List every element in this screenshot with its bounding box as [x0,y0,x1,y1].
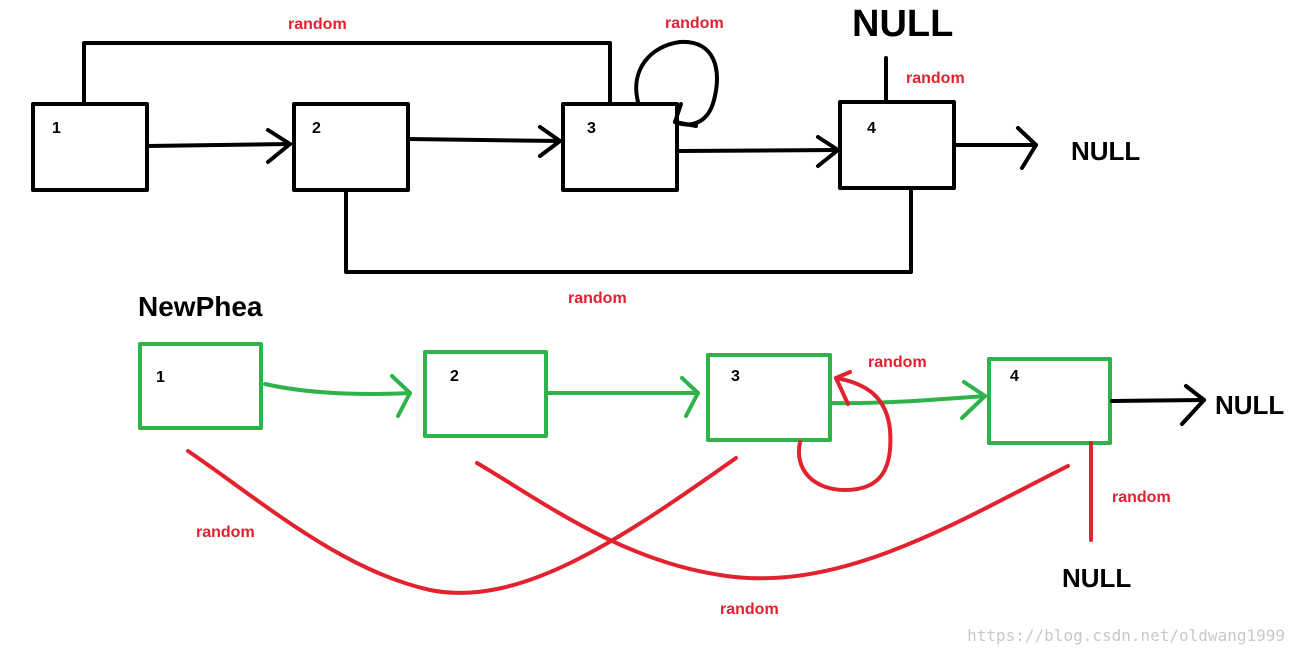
original-node-1-box [31,102,149,192]
copy-node-1-label: 1 [156,369,165,386]
original-node-3-label: 3 [587,120,596,137]
original-null-top: NULL [852,3,953,45]
original-random-label-node2: random [568,290,627,307]
copy-random-label-node3: random [868,354,927,371]
original-node-4-label: 4 [867,120,876,137]
copy-list [138,342,1112,445]
original-random-label-node1: random [288,16,347,33]
copy-random-2-to-4 [475,461,1070,581]
copy-random-pointers [186,370,1093,595]
original-node-1-label: 1 [52,120,61,137]
copy-random-3-self-arrowhead [834,370,852,406]
copy-next-arrow-2-3 [546,376,700,418]
original-random-2-to-4 [344,186,913,274]
original-node-4-box [838,100,956,190]
copy-random-3-self [796,376,893,492]
copy-node-2-box [423,350,548,438]
copy-node-3-label: 3 [731,368,740,385]
original-null-right: NULL [1071,136,1140,166]
original-random-1-to-3 [82,41,612,106]
copy-head-label: NewPhea [138,291,263,322]
original-list [31,39,1038,274]
original-node-2-label: 2 [312,120,321,137]
original-random-3-self-arrowhead [673,102,698,128]
watermark-text: https://blog.csdn.net/oldwang1999 [967,626,1285,645]
copy-next-arrow-3-4 [830,380,987,420]
copy-null-right: NULL [1215,390,1284,420]
copy-null-bottom: NULL [1062,563,1131,593]
original-random-3-self [634,39,719,127]
original-next-arrow-3-4 [675,135,840,168]
original-node-2-box [292,102,410,192]
copy-random-label-node4: random [1112,489,1171,506]
copy-node-4-label: 4 [1010,368,1019,385]
copy-node-1-box [138,342,263,430]
original-next-arrow-4-null [952,126,1038,170]
copy-node-4-box [987,357,1112,445]
copy-random-1-to-3 [186,449,738,595]
copy-next-arrow-4-null [1110,384,1206,426]
original-random-label-node4: random [906,70,965,87]
copy-next-arrow-1-2 [263,374,412,418]
original-next-arrow-1-2 [145,128,292,164]
copy-random-label-node1: random [196,524,255,541]
original-node-3-box [561,102,679,192]
copy-node-2-label: 2 [450,368,459,385]
copy-node-3-box [706,353,832,442]
original-next-arrow-2-3 [406,125,562,158]
copy-random-label-node2: random [720,601,779,618]
original-random-label-node3: random [665,15,724,32]
